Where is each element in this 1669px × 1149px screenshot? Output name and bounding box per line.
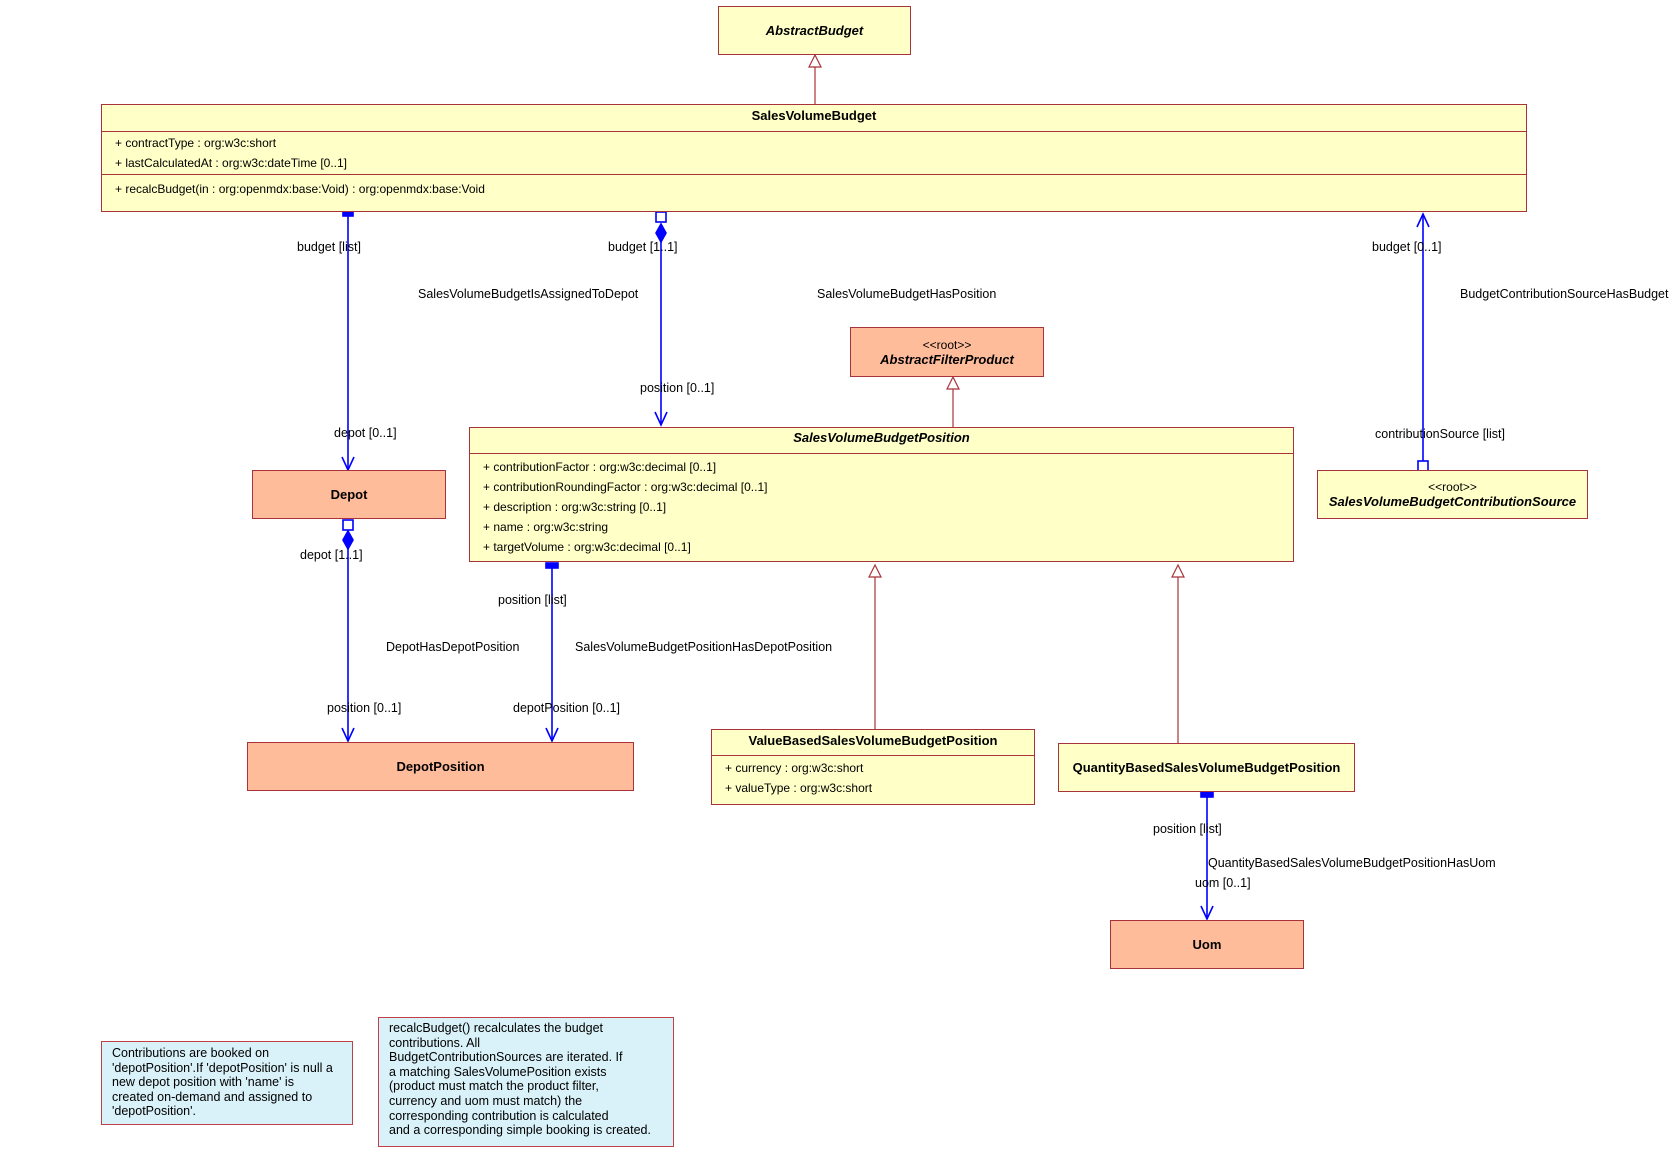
class-name: DepotPosition bbox=[396, 759, 485, 774]
role-label-uom-position-list: position [list] bbox=[1153, 822, 1222, 836]
operation: + recalcBudget(in : org:openmdx:base:Voi… bbox=[115, 182, 485, 196]
stereotype: <<root>> bbox=[1428, 480, 1477, 494]
attribute: + description : org:w3c:string [0..1] bbox=[483, 500, 667, 514]
generalization-position-to-filterproduct bbox=[946, 375, 960, 427]
attribute: + contributionRoundingFactor : org:w3c:d… bbox=[483, 480, 768, 494]
stereotype: <<root>> bbox=[922, 337, 972, 352]
class-value-based-sales-volume-budget-position[interactable]: ValueBasedSalesVolumeBudgetPosition + cu… bbox=[711, 729, 1035, 805]
class-depot[interactable]: Depot bbox=[252, 470, 446, 519]
association-budget-position bbox=[654, 211, 668, 427]
association-name-depot-has-position: DepotHasDepotPosition bbox=[386, 640, 520, 654]
attribute: + valueType : org:w3c:short bbox=[725, 781, 873, 795]
role-label-depotposition: depotPosition [0..1] bbox=[513, 701, 621, 715]
generalization-budget-to-abstractbudget bbox=[808, 53, 822, 104]
association-contributionsource-budget bbox=[1416, 212, 1430, 472]
role-label-contribution-source: contributionSource [list] bbox=[1375, 427, 1505, 441]
class-depot-position[interactable]: DepotPosition bbox=[247, 742, 634, 791]
class-name: SalesVolumeBudgetPosition bbox=[793, 430, 970, 445]
association-name-position-has-depot-position: SalesVolumeBudgetPositionHasDepotPositio… bbox=[575, 640, 833, 654]
class-name: AbstractBudget bbox=[765, 23, 864, 38]
association-name-contribution-source: BudgetContributionSourceHasBudget bbox=[1460, 287, 1669, 301]
role-label-budget-0-1: budget [0..1] bbox=[1372, 240, 1442, 254]
association-name-has-position: SalesVolumeBudgetHasPosition bbox=[817, 287, 997, 301]
role-label-position: position [0..1] bbox=[640, 381, 715, 395]
role-label-budget-1: budget [1..1] bbox=[608, 240, 678, 254]
operations-section: + recalcBudget(in : org:openmdx:base:Voi… bbox=[102, 174, 1526, 200]
role-label-depot-1: depot [1..1] bbox=[300, 548, 363, 562]
class-name: SalesVolumeBudget bbox=[751, 108, 877, 123]
attribute: + lastCalculatedAt : org:w3c:dateTime [0… bbox=[115, 156, 348, 170]
attribute: + currency : org:w3c:short bbox=[725, 761, 864, 775]
attributes-section: + contributionFactor : org:w3c:decimal [… bbox=[470, 453, 1293, 561]
attributes-section: + contractType : org:w3c:short + lastCal… bbox=[102, 131, 1526, 174]
attribute: + name : org:w3c:string bbox=[483, 520, 609, 534]
role-label-budget-list: budget [list] bbox=[297, 240, 361, 254]
class-abstract-budget[interactable]: AbstractBudget bbox=[718, 6, 911, 55]
class-abstract-filter-product[interactable]: <<root>> AbstractFilterProduct bbox=[850, 327, 1044, 377]
class-sales-volume-budget-position[interactable]: SalesVolumeBudgetPosition + contribution… bbox=[469, 427, 1294, 562]
class-name: Depot bbox=[330, 487, 368, 502]
attributes-section: + currency : org:w3c:short + valueType :… bbox=[712, 755, 1034, 798]
class-name: AbstractFilterProduct bbox=[880, 351, 1014, 367]
class-name: SalesVolumeBudgetContributionSource bbox=[1328, 494, 1577, 509]
role-label-position-list: position [list] bbox=[498, 593, 567, 607]
class-sales-volume-budget[interactable]: SalesVolumeBudget + contractType : org:w… bbox=[101, 104, 1527, 212]
association-depot-depotposition bbox=[341, 519, 355, 743]
generalization-valuebased-to-position bbox=[868, 563, 882, 729]
note-recalc-budget: recalcBudget() recalculates the budget c… bbox=[378, 1017, 674, 1147]
class-name: ValueBasedSalesVolumeBudgetPosition bbox=[748, 733, 998, 748]
class-quantity-based-sales-volume-budget-position[interactable]: QuantityBasedSalesVolumeBudgetPosition bbox=[1058, 743, 1355, 792]
role-label-depot: depot [0..1] bbox=[334, 426, 397, 440]
association-name-depot-assignment: SalesVolumeBudgetIsAssignedToDepot bbox=[418, 287, 639, 301]
attribute: + targetVolume : org:w3c:decimal [0..1] bbox=[483, 540, 691, 554]
role-label-depot-position: position [0..1] bbox=[327, 701, 402, 715]
attribute: + contractType : org:w3c:short bbox=[115, 136, 277, 150]
role-label-uom: uom [0..1] bbox=[1195, 876, 1251, 890]
class-sales-volume-budget-contribution-source[interactable]: <<root>> SalesVolumeBudgetContributionSo… bbox=[1317, 470, 1588, 519]
generalization-quantitybased-to-position bbox=[1171, 563, 1185, 743]
class-uom[interactable]: Uom bbox=[1110, 920, 1304, 969]
attribute: + contributionFactor : org:w3c:decimal [… bbox=[483, 460, 717, 474]
class-name: Uom bbox=[1192, 937, 1222, 952]
association-name-has-uom: QuantityBasedSalesVolumeBudgetPositionHa… bbox=[1208, 856, 1496, 870]
association-position-depotposition bbox=[545, 562, 559, 743]
association-quantitybased-uom bbox=[1200, 791, 1214, 921]
note-depot-position: Contributions are booked on 'depotPositi… bbox=[101, 1041, 353, 1125]
class-name: QuantityBasedSalesVolumeBudgetPosition bbox=[1072, 760, 1341, 775]
